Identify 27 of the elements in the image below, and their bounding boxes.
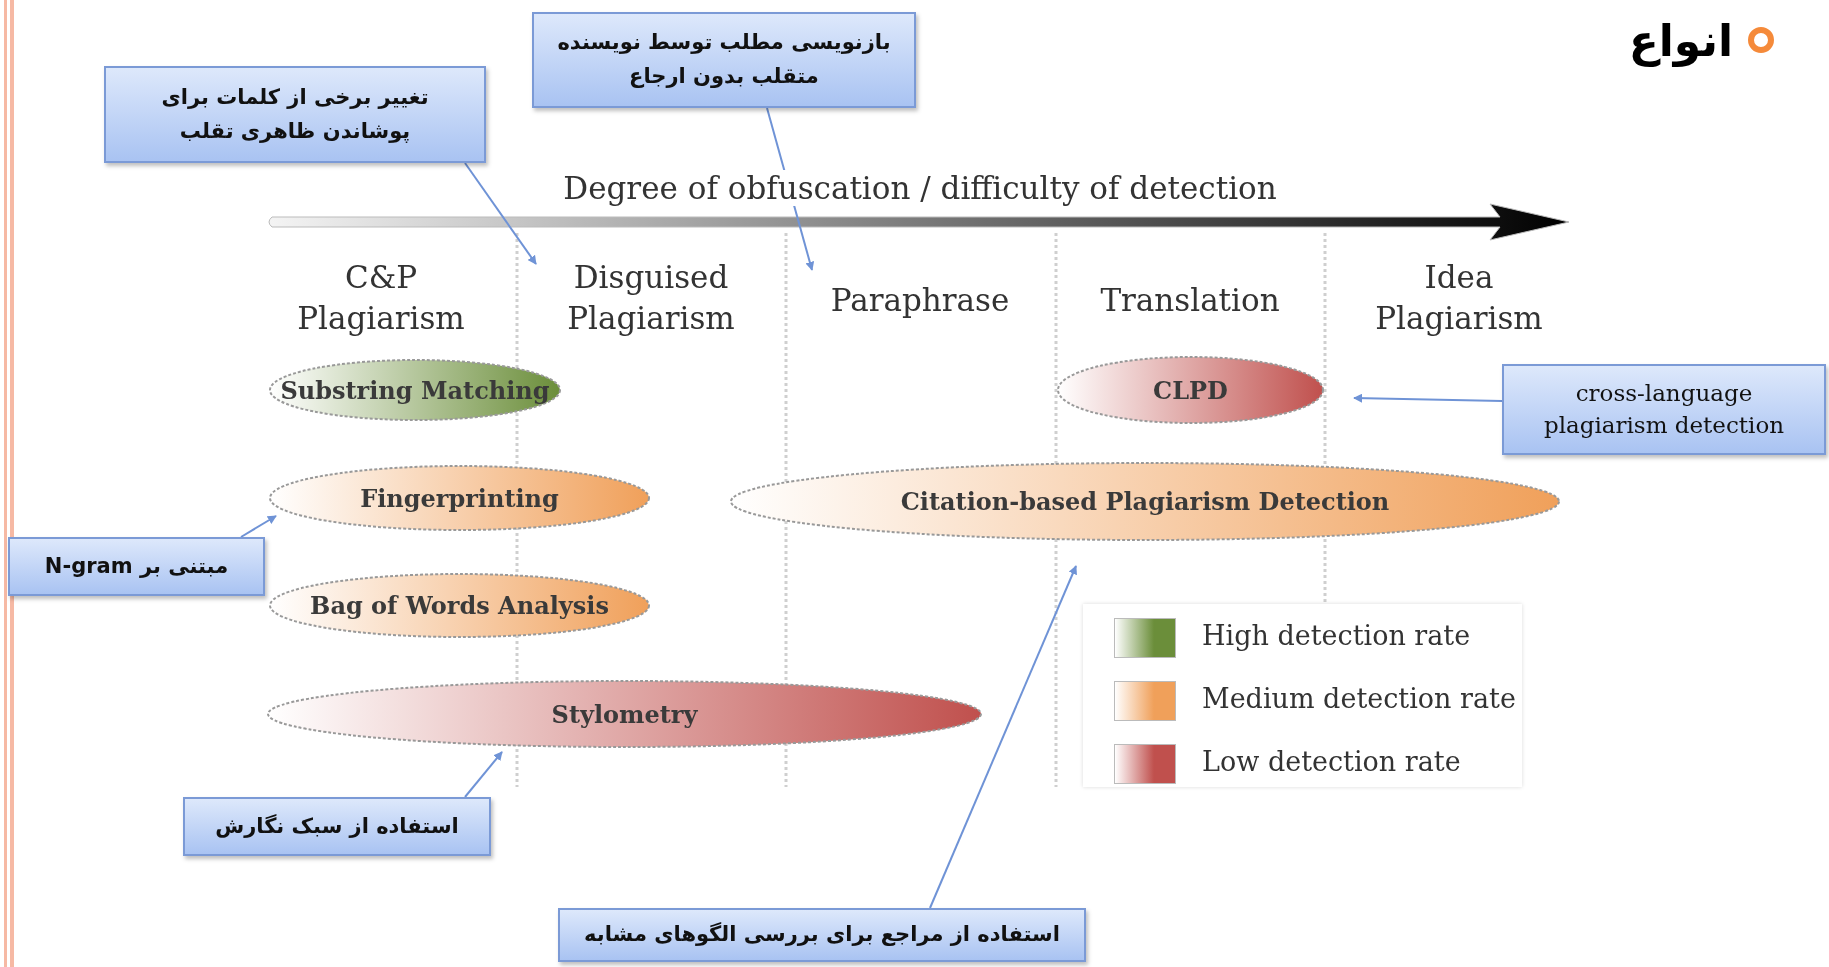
legend-label: High detection rate (1202, 620, 1471, 651)
note-callout: استفاده از مراجع برای بررسی الگوهای مشابه (558, 908, 1086, 962)
method-label: Fingerprinting (360, 483, 559, 513)
method-label: Substring Matching (280, 375, 550, 405)
note-callout: cross-language plagiarism detection (1502, 364, 1826, 455)
arrow (464, 162, 537, 265)
note-callout: استفاده از سبک نگارش (183, 797, 491, 856)
note-callout: مبتنی بر N-gram (8, 537, 265, 596)
column-heading: Idea Plagiarism (1348, 250, 1570, 345)
method-label: CLPD (1153, 375, 1228, 405)
arrow (929, 565, 1077, 909)
method-label: Bag of Words Analysis (310, 591, 609, 620)
method-label: Stylometry (551, 699, 698, 729)
arrow (464, 751, 503, 798)
method-label: Citation-based Plagiarism Detection (900, 487, 1390, 516)
column-heading: Paraphrase (810, 272, 1030, 328)
legend-label: Medium detection rate (1202, 683, 1516, 714)
note-callout: بازنویسی مطلب توسط نویسنده متقلب بدون ارجاع (532, 12, 916, 108)
axis-label: Degree of obfuscation / difficulty of detection (563, 170, 1277, 206)
column-heading: Translation (1080, 272, 1300, 328)
arrow (1353, 393, 1503, 403)
legend-label: Low detection rate (1202, 746, 1461, 777)
slide-title: انواع (1628, 14, 1733, 66)
note-callout: تغییر برخی از کلمات برای پوشاندن ظاهری تقلب (104, 66, 486, 163)
column-heading: Disguised Plagiarism (548, 250, 754, 345)
column-heading: C&P Plagiarism (280, 250, 482, 345)
arrow (240, 515, 277, 538)
